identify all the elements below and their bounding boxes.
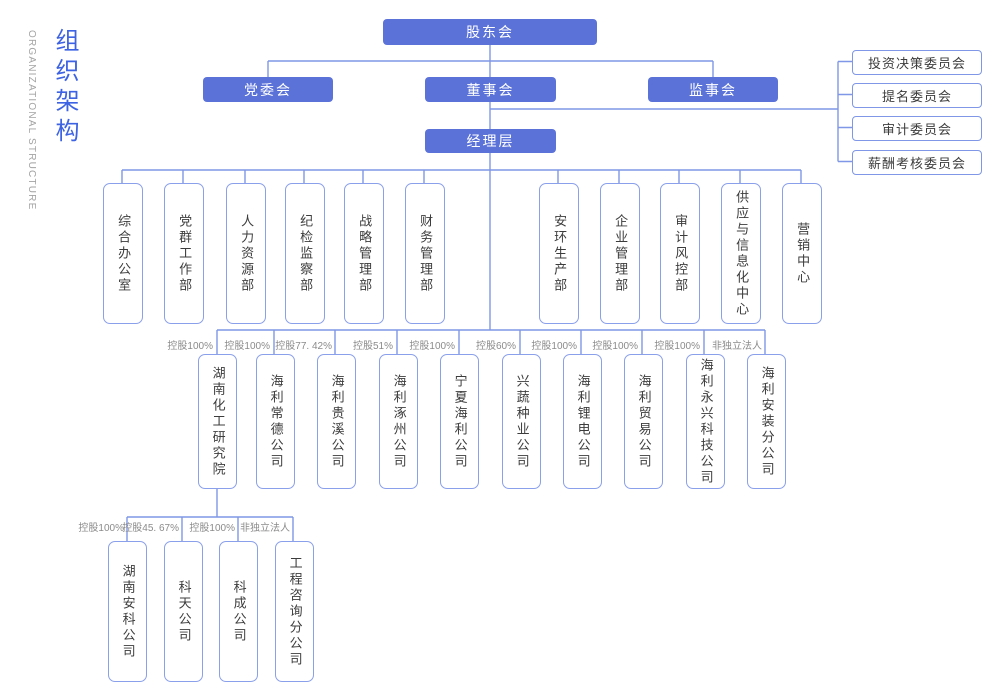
subsidiary-label: 湖南化工研究院 [210, 365, 226, 478]
node-subsidiary-installation: 海利安装分公司 [747, 354, 786, 489]
node-committee-remuneration: 薪酬考核委员会 [852, 150, 982, 175]
ownership-label: 非独立法人 [712, 341, 762, 352]
ownership-label: 控股100% [409, 341, 455, 352]
subsidiary-label: 兴蔬种业公司 [514, 373, 530, 470]
ownership-label: 控股100% [592, 341, 638, 352]
ownership-label: 非独立法人 [240, 523, 290, 534]
subsidiary-label: 工程咨询分公司 [287, 555, 303, 668]
department-label: 审计风控部 [673, 213, 689, 294]
department-label: 安环生产部 [552, 213, 568, 294]
subsidiary-label: 湖南安科公司 [120, 563, 136, 660]
subsidiary-label: 海利贸易公司 [636, 373, 652, 470]
node-subsidiary-research-institute: 湖南化工研究院 [198, 354, 237, 489]
subsidiary-label: 海利锂电公司 [575, 373, 591, 470]
page-title: 组织架构 [51, 28, 78, 148]
node-department-hr: 人力资源部 [226, 183, 266, 324]
ownership-label: 控股45. 67% [122, 523, 179, 534]
node-research-sub-engineering-consulting: 工程咨询分公司 [275, 541, 314, 682]
node-subsidiary-changde: 海利常德公司 [256, 354, 295, 489]
node-subsidiary-yongxing-tech: 海利永兴科技公司 [686, 354, 725, 489]
node-department-strategy: 战略管理部 [344, 183, 384, 324]
node-department-finance: 财务管理部 [405, 183, 445, 324]
node-department-marketing: 营销中心 [782, 183, 822, 324]
subsidiary-label: 科成公司 [231, 579, 247, 644]
subsidiary-label: 海利常德公司 [268, 373, 284, 470]
page-subtitle: ORGANIZATIONAL STRUCTURE [26, 30, 37, 211]
department-label: 纪检监察部 [298, 213, 314, 294]
department-label: 人力资源部 [239, 213, 255, 294]
ownership-label: 控股100% [167, 341, 213, 352]
node-board: 董事会 [425, 77, 556, 102]
node-department-enterprise-mgmt: 企业管理部 [600, 183, 640, 324]
node-subsidiary-xingshu-seed: 兴蔬种业公司 [502, 354, 541, 489]
department-label: 财务管理部 [418, 213, 434, 294]
node-research-sub-anke: 湖南安科公司 [108, 541, 147, 682]
subsidiary-label: 海利永兴科技公司 [698, 357, 714, 486]
department-label: 供应与信息化中心 [734, 189, 750, 318]
node-party-committee: 党委会 [203, 77, 333, 102]
node-subsidiary-trading: 海利贸易公司 [624, 354, 663, 489]
department-label: 企业管理部 [613, 213, 629, 294]
subsidiary-label: 海利安装分公司 [759, 365, 775, 478]
node-subsidiary-zhuozhou: 海利涿州公司 [379, 354, 418, 489]
node-department-general-office: 综合办公室 [103, 183, 143, 324]
node-subsidiary-ningxia: 宁夏海利公司 [440, 354, 479, 489]
node-committee-audit: 审计委员会 [852, 116, 982, 141]
ownership-label: 控股100% [189, 523, 235, 534]
department-label: 党群工作部 [177, 213, 193, 294]
node-shareholders: 股东会 [383, 19, 597, 45]
department-label: 战略管理部 [357, 213, 373, 294]
ownership-label: 控股77. 42% [275, 341, 332, 352]
node-department-party-masses: 党群工作部 [164, 183, 204, 324]
ownership-label: 控股51% [352, 341, 393, 352]
node-department-discipline: 纪检监察部 [285, 183, 325, 324]
node-management: 经理层 [425, 129, 556, 153]
node-department-audit-risk: 审计风控部 [660, 183, 700, 324]
node-committee-nomination: 提名委员会 [852, 83, 982, 108]
subsidiary-label: 海利贵溪公司 [329, 373, 345, 470]
node-subsidiary-guixi: 海利贵溪公司 [317, 354, 356, 489]
node-department-safety-production: 安环生产部 [539, 183, 579, 324]
ownership-label: 控股100% [531, 341, 577, 352]
ownership-label: 控股100% [654, 341, 700, 352]
department-label: 营销中心 [795, 221, 811, 286]
subsidiary-label: 宁夏海利公司 [452, 373, 468, 470]
node-research-sub-kecheng: 科成公司 [219, 541, 258, 682]
subsidiary-label: 海利涿州公司 [391, 373, 407, 470]
ownership-label: 控股60% [475, 341, 516, 352]
ownership-label: 控股100% [224, 341, 270, 352]
department-label: 综合办公室 [116, 213, 132, 294]
node-subsidiary-lithium: 海利锂电公司 [563, 354, 602, 489]
node-research-sub-ketian: 科天公司 [164, 541, 203, 682]
subsidiary-label: 科天公司 [176, 579, 192, 644]
node-committee-investment: 投资决策委员会 [852, 50, 982, 75]
node-department-supply-it: 供应与信息化中心 [721, 183, 761, 324]
ownership-label: 控股100% [78, 523, 124, 534]
node-supervisory-board: 监事会 [648, 77, 778, 102]
